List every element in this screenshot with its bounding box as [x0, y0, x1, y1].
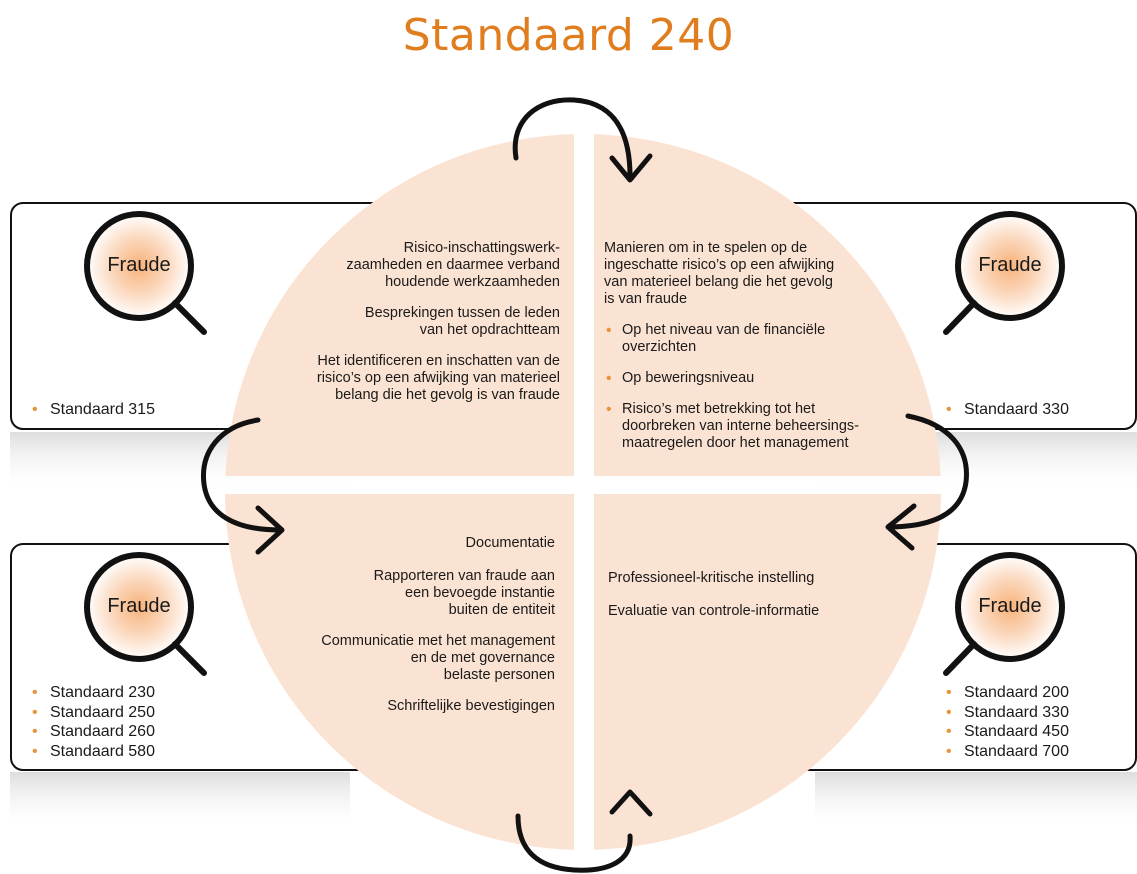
quadrant-item: Evaluatie van controle-informatie	[608, 603, 820, 619]
cycle-arrow-bottom-icon	[515, 789, 653, 873]
standard-item: Standaard 450	[944, 722, 1069, 742]
standard-item: Standaard 330	[944, 400, 1069, 420]
standard-item: Standaard 230	[30, 683, 155, 703]
standard-item: Standaard 200	[944, 683, 1069, 703]
standards-list-bottom-right: Standaard 200 Standaard 330 Standaard 45…	[944, 683, 1069, 761]
quadrant-top-right-text: Manieren om in te spelen op de ingeschat…	[604, 240, 884, 466]
magnifier-icon-top-left	[84, 211, 207, 335]
magnifier-label-bottom-right: Fraude	[978, 595, 1042, 617]
standard-item: Standaard 315	[30, 400, 155, 420]
magnifier-label-top-left: Fraude	[107, 254, 171, 276]
quadrant-intro: Manieren om in te spelen op de ingeschat…	[604, 240, 835, 307]
quadrant-top-left-text: Risico-inschattingswerk- zaamheden en da…	[290, 240, 560, 418]
quadrant-item: Rapporteren van fraude aan een bevoegde …	[373, 568, 555, 618]
shadow-bottom-right	[815, 772, 1137, 832]
standard-item: Standaard 260	[30, 722, 155, 742]
magnifier-icon-top-right	[943, 211, 1065, 335]
quadrant-item: Communicatie met het management en de me…	[321, 633, 555, 683]
shadow-bottom-left	[10, 772, 350, 832]
quadrant-bullet: Op het niveau van de financiële overzich…	[604, 322, 884, 356]
magnifier-icon-bottom-right	[943, 552, 1065, 676]
magnifier-icon-bottom-left	[84, 552, 207, 676]
standards-list-top-right: Standaard 330	[944, 400, 1069, 420]
quadrant-item: Besprekingen tussen de leden van het opd…	[364, 305, 560, 338]
cycle-arrow-right-icon	[885, 413, 969, 551]
standard-item: Standaard 700	[944, 742, 1069, 762]
quadrant-bottom-left-text: Documentatie Rapporteren van fraude aan …	[290, 535, 555, 729]
standards-list-top-left: Standaard 315	[30, 400, 155, 420]
quadrant-item: Risico-inschattingswerk- zaamheden en da…	[346, 240, 560, 290]
standard-item: Standaard 330	[944, 703, 1069, 723]
quadrant-item: Professioneel-kritische instelling	[608, 570, 815, 586]
quadrant-item: Schriftelijke bevestigingen	[387, 698, 555, 714]
standards-list-bottom-left: Standaard 230 Standaard 250 Standaard 26…	[30, 683, 155, 761]
cycle-arrow-left-icon	[201, 417, 285, 555]
quadrant-bullet: Op beweringsniveau	[604, 370, 884, 387]
cycle-arrow-top-icon	[512, 97, 653, 183]
page-title: Standaard 240	[402, 10, 735, 61]
quadrant-item: Het identificeren en inschatten van de r…	[316, 353, 560, 403]
quadrant-item: Documentatie	[465, 535, 555, 551]
standard-item: Standaard 250	[30, 703, 155, 723]
standard-item: Standaard 580	[30, 742, 155, 762]
magnifier-label-bottom-left: Fraude	[107, 595, 171, 617]
quadrant-bullet: Risico’s met betrekking tot het doorbrek…	[604, 401, 884, 452]
quadrant-bottom-right-text: Professioneel-kritische instelling Evalu…	[608, 570, 888, 634]
magnifier-label-top-right: Fraude	[978, 254, 1042, 276]
